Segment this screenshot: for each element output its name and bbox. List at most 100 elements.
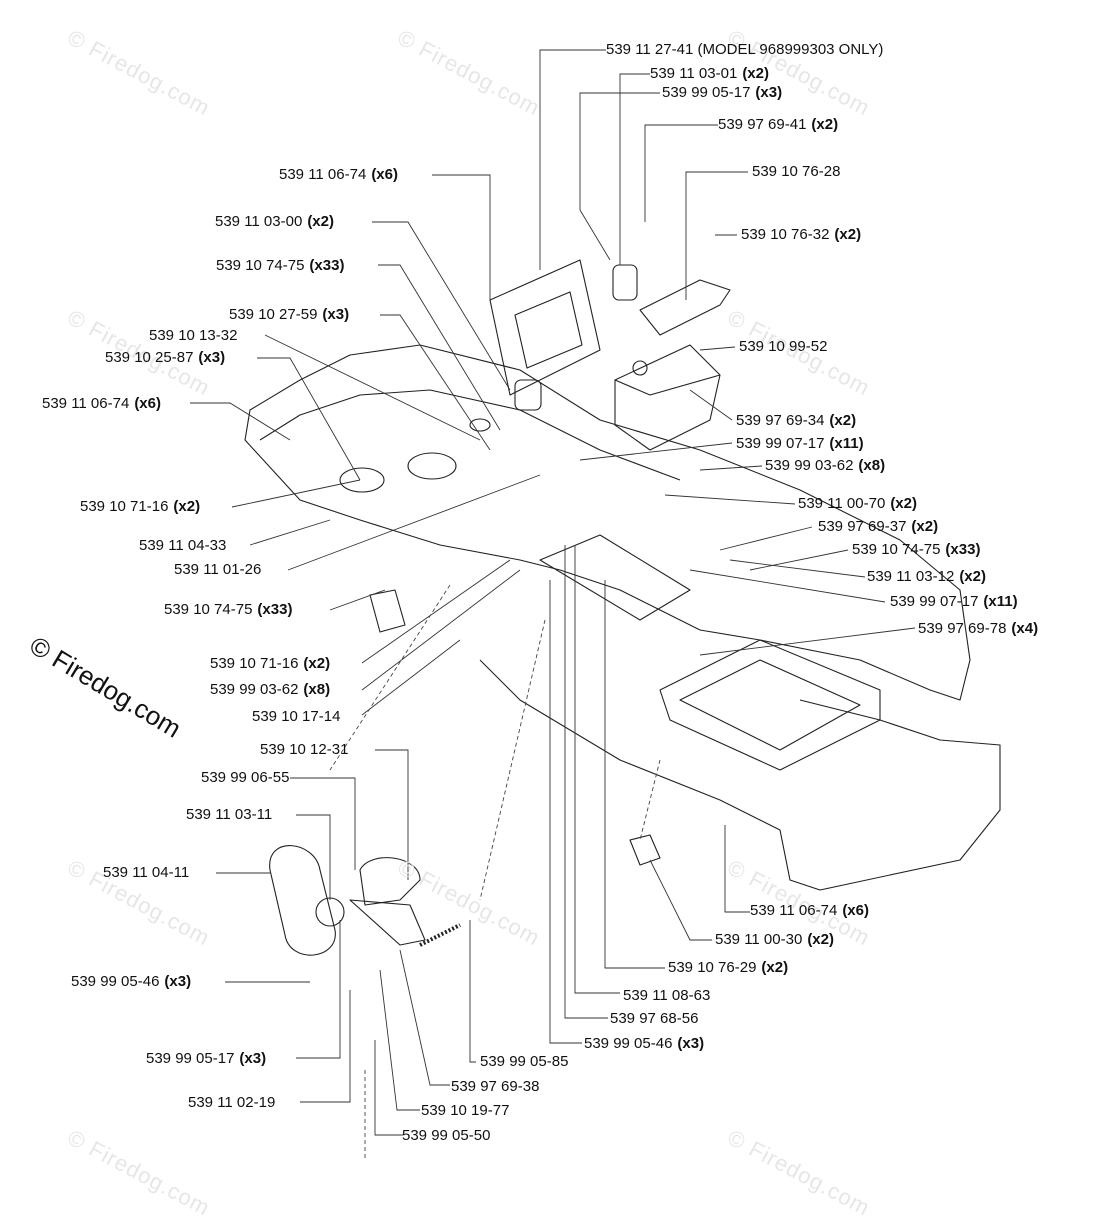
callout-label: 539 99 05-46(x3) xyxy=(584,1035,705,1052)
belt-loop xyxy=(269,845,336,956)
hole-small xyxy=(469,418,491,432)
callout-label: 539 10 74-75(x33) xyxy=(164,601,293,618)
callout-label: 539 10 71-16(x2) xyxy=(210,655,331,672)
fuel-tank xyxy=(614,344,721,451)
callout-label: 539 10 74-75(x33) xyxy=(216,257,345,274)
callout-label: 539 11 00-70(x2) xyxy=(798,495,917,512)
callout-label: 539 11 02-19 xyxy=(188,1094,276,1111)
leader-l18 xyxy=(231,479,361,508)
callout-label: 539 11 00-30(x2) xyxy=(715,931,834,948)
leader-l19 xyxy=(664,494,796,505)
leader-l43 xyxy=(469,920,476,1063)
fuel-cap xyxy=(632,360,648,376)
leader-l42 xyxy=(296,920,341,1059)
leader-l47 xyxy=(374,1040,403,1136)
leader-l41 xyxy=(549,580,582,1044)
hole-center xyxy=(407,452,457,480)
leader-l07 xyxy=(372,221,511,391)
callout-label: 539 99 05-46(x3) xyxy=(71,973,192,990)
leader-l32 xyxy=(290,777,356,870)
leader-l02 xyxy=(619,73,650,265)
footrest-opening xyxy=(679,659,861,751)
leader-l30 xyxy=(361,639,461,716)
seat-bracket-window xyxy=(514,291,583,369)
leader-l13 xyxy=(699,346,736,351)
brake-arm xyxy=(349,899,426,946)
leader-l23 xyxy=(749,549,849,571)
callout-label: 539 10 27-59(x3) xyxy=(229,306,350,323)
leader-l16 xyxy=(579,442,733,461)
leader-l31 xyxy=(375,749,409,880)
leader-l27 xyxy=(699,627,916,656)
callout-label: 539 99 03-62(x8) xyxy=(210,681,331,698)
seat-bracket xyxy=(489,259,601,396)
leader-l28 xyxy=(361,559,511,664)
switch-bracket xyxy=(639,279,731,336)
leader-l09 xyxy=(378,264,501,431)
leader-l12 xyxy=(257,357,361,481)
leader-l29 xyxy=(361,569,521,691)
callout-label: 539 11 06-74(x6) xyxy=(750,902,869,919)
leader-l35 xyxy=(724,825,750,913)
leader-l20 xyxy=(249,519,331,546)
leader-l01 xyxy=(539,49,606,270)
callout-label: 539 10 12-31 xyxy=(260,741,349,758)
callout-label: 539 10 17-14 xyxy=(252,708,341,725)
leader-l11 xyxy=(264,334,481,441)
callout-label: 539 99 05-17(x3) xyxy=(146,1050,267,1067)
fuel-tank-top xyxy=(614,374,721,396)
callout-label: 539 97 69-41(x2) xyxy=(718,116,839,133)
callout-label: 539 11 03-00(x2) xyxy=(215,213,334,230)
leader-l36 xyxy=(649,859,712,941)
dashed-link-1 xyxy=(329,584,451,771)
spring xyxy=(419,923,461,947)
callout-label: 539 99 06-55 xyxy=(201,769,290,786)
upper-loop xyxy=(359,857,421,906)
frame-inner xyxy=(259,389,681,481)
callout-label: 539 10 76-32(x2) xyxy=(741,226,862,243)
callout-label: 539 11 03-11 xyxy=(186,806,273,823)
hole-left xyxy=(339,467,385,493)
bellows-lower xyxy=(514,379,542,411)
callout-label: 539 11 03-12(x2) xyxy=(867,568,986,585)
callout-label: 539 10 74-75(x33) xyxy=(852,541,981,558)
callout-label: 539 10 13-32 xyxy=(149,327,238,344)
frame-rear xyxy=(479,659,1001,891)
callout-label: 539 97 68-56 xyxy=(610,1010,699,1027)
callout-label: 539 10 76-29(x2) xyxy=(668,959,789,976)
dashed-link-2 xyxy=(479,619,546,901)
callout-label: 539 97 69-38 xyxy=(451,1078,540,1095)
leader-l10 xyxy=(380,314,491,451)
leader-l14 xyxy=(190,402,291,441)
callout-label: 539 11 03-01(x2) xyxy=(650,65,769,82)
callout-label: 539 11 06-74(x6) xyxy=(279,166,398,183)
callout-label: 539 99 07-17(x11) xyxy=(736,435,864,452)
leader-l40 xyxy=(564,545,608,1019)
leader-l33 xyxy=(296,814,331,900)
callout-label: 539 11 04-11 xyxy=(103,864,190,881)
callout-label: 539 99 05-17(x3) xyxy=(662,84,783,101)
leader-l25 xyxy=(329,589,386,611)
callout-label: 539 10 19-77 xyxy=(421,1102,510,1119)
frame-body xyxy=(244,344,971,701)
leader-l44 xyxy=(399,949,450,1086)
callout-label: 539 99 03-62(x8) xyxy=(765,457,886,474)
leader-l39 xyxy=(574,545,620,994)
leader-l15 xyxy=(689,389,733,421)
leader-l21 xyxy=(719,526,813,551)
callout-label: 539 99 07-17(x11) xyxy=(890,593,1018,610)
bellows-upper xyxy=(612,264,638,301)
leader-l26 xyxy=(689,569,886,603)
callout-label: 539 10 71-16(x2) xyxy=(80,498,201,515)
callout-label: 539 10 99-52 xyxy=(739,338,828,355)
footrest-frame xyxy=(659,639,881,771)
callout-label: 539 10 76-28 xyxy=(752,163,841,180)
callout-label: 539 11 08-63 xyxy=(623,987,711,1004)
leader-l05 xyxy=(432,174,491,300)
leader-l45 xyxy=(300,990,351,1103)
leader-l17 xyxy=(699,465,763,471)
callout-label: 539 10 25-87(x3) xyxy=(105,349,226,366)
callout-label: 539 11 27-41 (MODEL 968999303 ONLY) xyxy=(606,41,884,58)
callout-label: 539 99 05-85 xyxy=(480,1053,569,1070)
